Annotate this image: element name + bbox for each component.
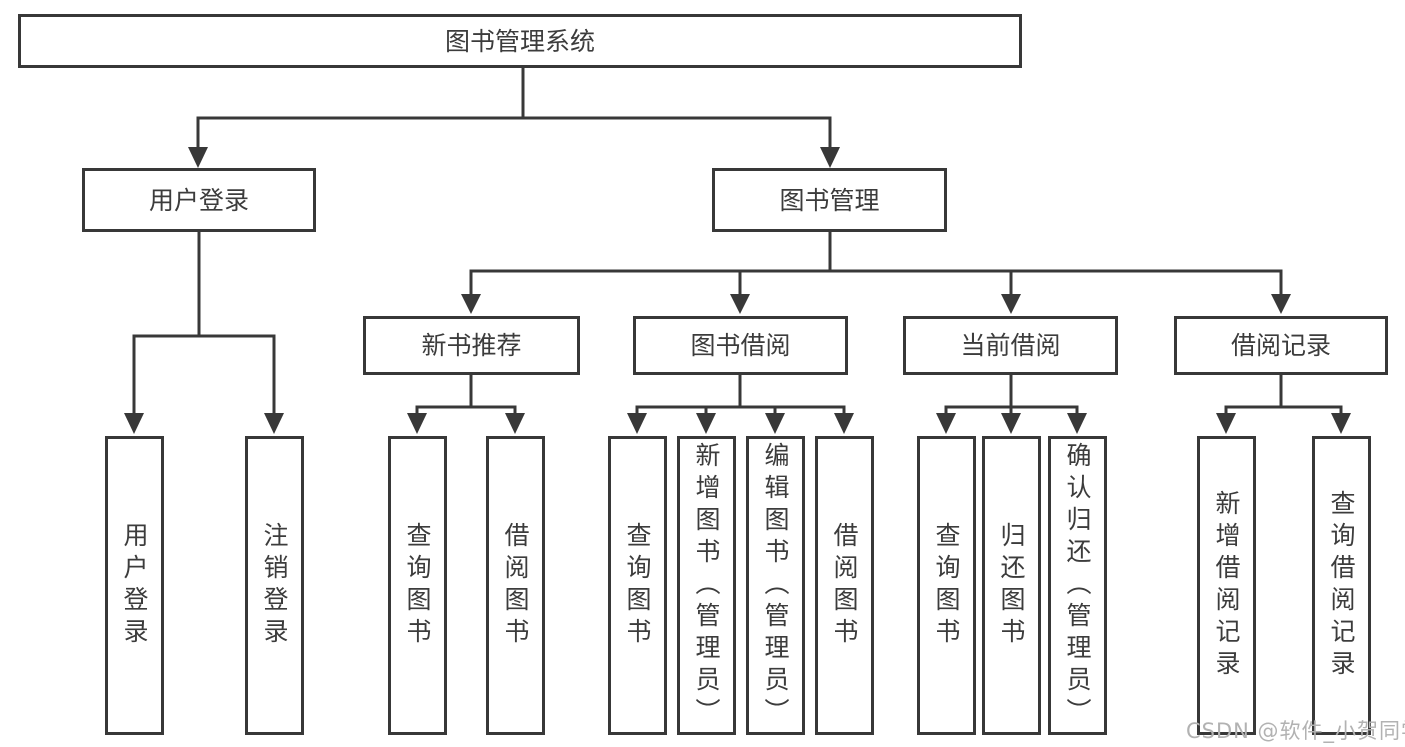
leaf-query-books-newbook: 查询图书 xyxy=(388,436,447,735)
node-user-login-label: 用户登录 xyxy=(148,185,249,215)
leaf-add-books-admin: 新增图书（管理员） xyxy=(677,436,736,735)
arrowheads-record-leaves xyxy=(1216,413,1351,434)
csdn-watermark: CSDN @软件_小贺同学 xyxy=(1186,719,1405,743)
leaf-borrow-books: 借阅图书 xyxy=(815,436,874,735)
node-book-management: 图书管理 xyxy=(712,168,947,232)
node-book-management-label: 图书管理 xyxy=(779,185,880,215)
leaf-query-borrow-record: 查询借阅记录 xyxy=(1312,436,1371,735)
arrowheads-newbook-leaves xyxy=(407,413,525,434)
node-book-borrowing: 图书借阅 xyxy=(633,316,848,375)
leaf-query-borrow-record-label: 查询借阅记录 xyxy=(1327,489,1356,682)
node-new-book-recommendation: 新书推荐 xyxy=(363,316,580,375)
leaf-add-books-admin-label: 新增图书（管理员） xyxy=(692,441,721,730)
leaf-add-borrow-record: 新增借阅记录 xyxy=(1197,436,1256,735)
leaf-confirm-return-admin: 确认归还（管理员） xyxy=(1048,436,1107,735)
leaf-edit-books-admin: 编辑图书（管理员） xyxy=(746,436,805,735)
leaf-logout-label: 注销登录 xyxy=(260,521,289,650)
arrowheads-login-leaves xyxy=(124,413,284,434)
leaf-confirm-return-admin-label: 确认归还（管理员） xyxy=(1063,441,1092,730)
arrowheads-borrow-leaves xyxy=(627,413,854,434)
leaf-query-books-borrow-label: 查询图书 xyxy=(623,521,652,650)
arrowheads-current-leaves xyxy=(936,413,1087,434)
leaf-query-books-current: 查询图书 xyxy=(917,436,976,735)
node-borrowing-records-label: 借阅记录 xyxy=(1230,331,1331,360)
leaf-borrow-books-label: 借阅图书 xyxy=(830,521,859,650)
leaf-borrow-books-newbook-label: 借阅图书 xyxy=(501,521,530,650)
connector-newbook-to-leaves xyxy=(415,375,517,418)
leaf-return-books-label: 归还图书 xyxy=(997,521,1026,650)
leaf-user-login-label: 用户登录 xyxy=(120,521,149,650)
leaf-edit-books-admin-label: 编辑图书（管理员） xyxy=(761,441,790,730)
node-root-library-system: 图书管理系统 xyxy=(18,14,1022,68)
leaf-query-books-borrow: 查询图书 xyxy=(608,436,667,735)
connector-current-to-leaves xyxy=(944,375,1079,418)
leaf-borrow-books-newbook: 借阅图书 xyxy=(486,436,545,735)
node-user-login: 用户登录 xyxy=(82,168,316,232)
leaf-return-books: 归还图书 xyxy=(982,436,1041,735)
leaf-query-books-current-label: 查询图书 xyxy=(932,521,961,650)
leaf-query-books-newbook-label: 查询图书 xyxy=(403,521,432,650)
leaf-add-borrow-record-label: 新增借阅记录 xyxy=(1212,489,1241,682)
node-current-borrowing: 当前借阅 xyxy=(903,316,1118,375)
node-book-borrowing-label: 图书借阅 xyxy=(690,331,791,360)
node-root-label: 图书管理系统 xyxy=(444,26,595,56)
leaf-logout: 注销登录 xyxy=(245,436,304,735)
node-current-borrowing-label: 当前借阅 xyxy=(960,331,1061,360)
leaf-user-login: 用户登录 xyxy=(105,436,164,735)
connector-borrow-to-leaves xyxy=(635,375,846,418)
connector-record-to-leaves xyxy=(1224,375,1343,418)
arrowheads-level2 xyxy=(461,294,1291,314)
connector-login-to-leaves xyxy=(132,232,276,416)
arrowheads-level1 xyxy=(188,147,840,168)
connector-root-to-level1 xyxy=(196,68,832,152)
connector-mgmt-to-level2 xyxy=(469,232,1283,298)
node-borrowing-records: 借阅记录 xyxy=(1174,316,1388,375)
node-new-book-recommendation-label: 新书推荐 xyxy=(421,331,522,360)
